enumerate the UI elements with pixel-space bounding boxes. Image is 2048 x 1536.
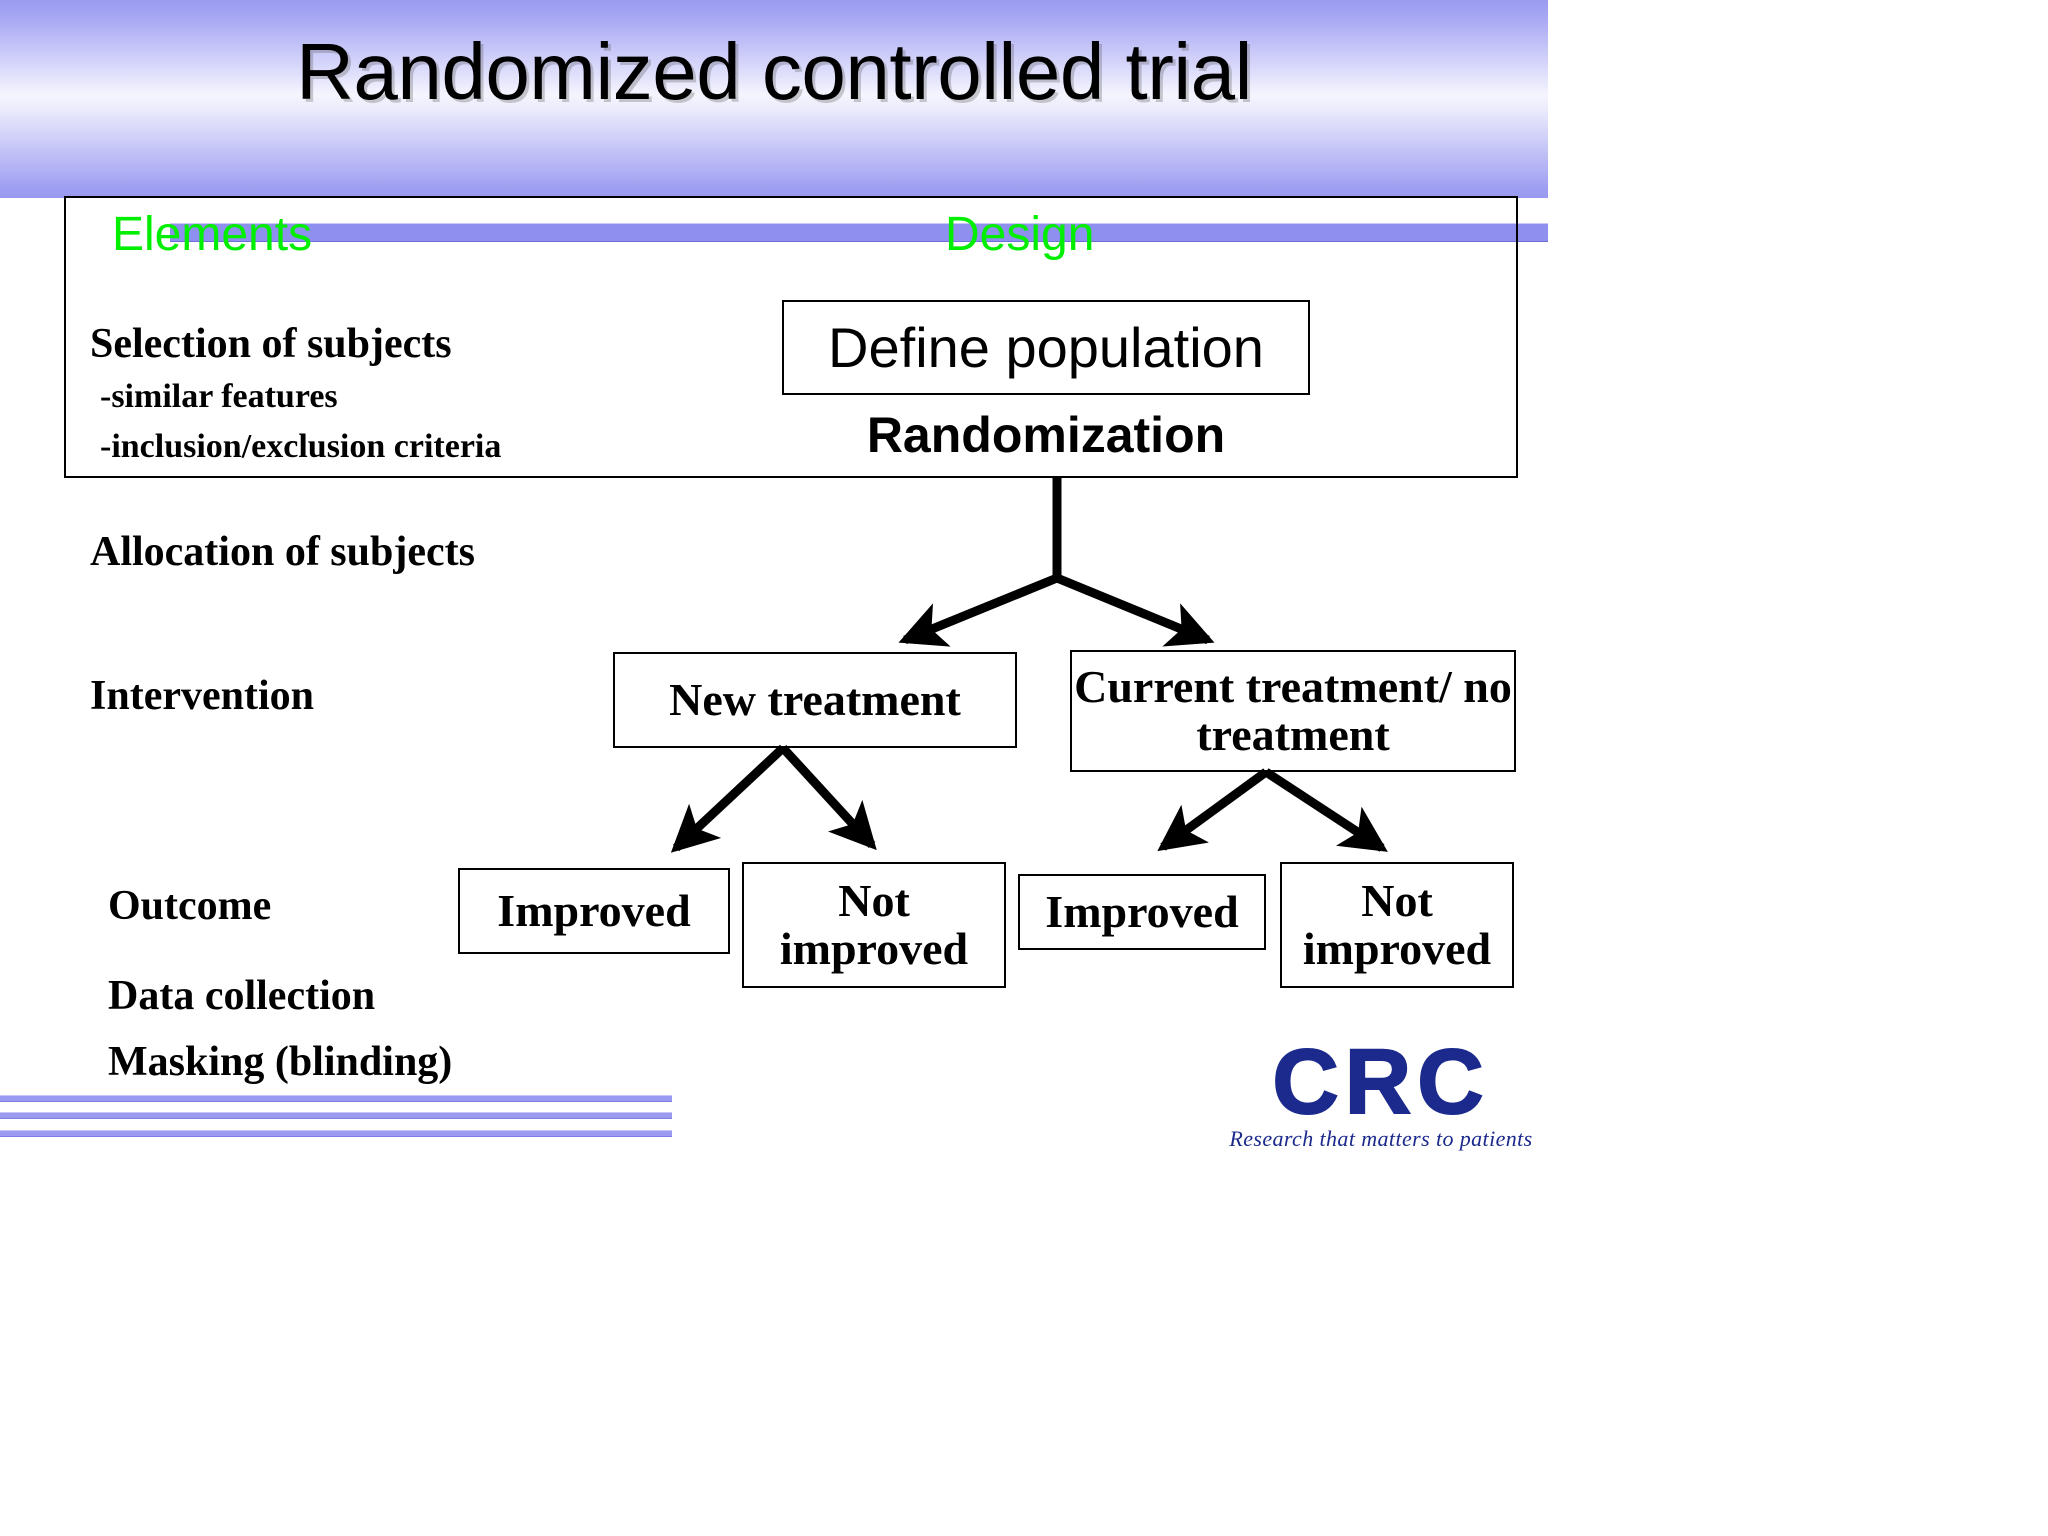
connector-current-to-not-improved: [1263, 768, 1388, 852]
element-masking-blinding: Masking (blinding): [108, 1039, 453, 1085]
crc-logo-letters: CRC: [1271, 1031, 1490, 1133]
footer-rule-2: [0, 1112, 672, 1119]
flow-box-not-improved-left: Not improved: [742, 862, 1006, 988]
crc-logo-tagline: Research that matters to patients: [1229, 1125, 1533, 1151]
flow-box-define-population-label: Define population: [828, 316, 1264, 379]
connector-new-to-not-improved: [779, 744, 877, 851]
flow-box-improved-right: Improved: [1018, 874, 1266, 950]
flow-box-improved-right-label: Improved: [1045, 886, 1239, 938]
title-banner: [0, 0, 1548, 198]
connector-randomization-to-new: [898, 573, 1059, 647]
flow-box-define-population: Define population: [782, 300, 1310, 395]
flow-label-randomization: Randomization: [866, 407, 1226, 463]
footer-rule-1: [0, 1095, 672, 1102]
element-similar-features: -similar features: [100, 378, 338, 415]
element-outcome: Outcome: [108, 883, 272, 929]
flow-box-not-improved-right-label: Not improved: [1302, 875, 1492, 974]
element-selection-of-subjects: Selection of subjects: [90, 321, 452, 367]
connector-current-to-improved: [1157, 768, 1269, 852]
top-section-frame: [64, 196, 1518, 478]
crc-logo: CRC Research that matters to patients: [1222, 1031, 1540, 1154]
element-inclusion-exclusion-criteria: -inclusion/exclusion criteria: [100, 428, 502, 465]
title-divider-rule: [170, 223, 1548, 242]
flow-box-not-improved-left-label: Not improved: [779, 875, 969, 974]
element-intervention: Intervention: [90, 673, 314, 719]
element-allocation-of-subjects: Allocation of subjects: [90, 529, 475, 575]
flow-box-new-treatment-label: New treatment: [669, 674, 961, 726]
page-title: Randomized controlled trial: [296, 27, 1252, 116]
flow-box-improved-left: Improved: [458, 868, 730, 954]
column-header-design: Design: [945, 208, 1095, 261]
flow-box-new-treatment: New treatment: [613, 652, 1017, 748]
connector-randomization-to-current: [1055, 573, 1215, 647]
flow-box-not-improved-right: Not improved: [1280, 862, 1514, 988]
footer-rule-3: [0, 1130, 672, 1137]
flow-box-improved-left-label: Improved: [497, 885, 691, 937]
flow-box-current-treatment: Current treatment/ no treatment: [1070, 650, 1516, 772]
connector-new-to-improved: [670, 744, 787, 853]
slide-canvas: Randomized controlled trial Elements Des…: [0, 0, 1548, 1154]
flow-box-current-treatment-label: Current treatment/ no treatment: [1074, 661, 1512, 760]
element-data-collection: Data collection: [108, 973, 376, 1019]
column-header-elements: Elements: [112, 208, 313, 261]
